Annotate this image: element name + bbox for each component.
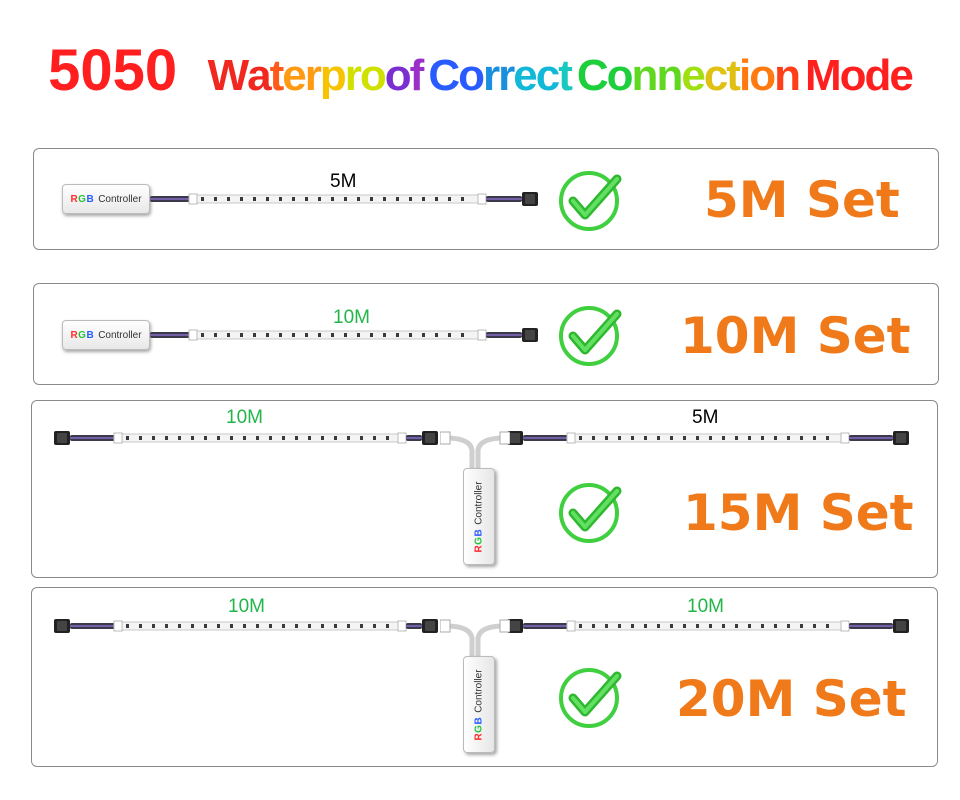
checkmark-icon: [559, 171, 622, 231]
rgb-controller: RGB Controller: [62, 184, 150, 214]
set-label: 15M Set: [683, 484, 914, 542]
title-letter: d: [864, 51, 892, 100]
title-letter: o: [606, 51, 634, 100]
title-word-waterproof: Waterproof: [207, 51, 425, 100]
splitter-cable: [440, 619, 510, 662]
title-letter: f: [409, 51, 425, 100]
checkmark-icon: [559, 306, 622, 366]
title-word-correct: Correct: [428, 51, 573, 100]
led-strip-right: [507, 619, 909, 633]
title-letter: M: [804, 51, 842, 100]
title-letter: W: [207, 51, 250, 100]
strip-length-label: 10M: [333, 307, 370, 328]
title-letter: o: [384, 51, 412, 100]
title-letter: r: [304, 51, 322, 100]
title-letter: t: [558, 51, 573, 100]
strip-length-label: 10M: [687, 596, 724, 617]
controller-label: Controller: [98, 329, 142, 341]
controller-label: Controller: [98, 193, 142, 205]
rgb-controller: RGB Controller: [463, 468, 495, 565]
rgb-controller: RGB Controller: [62, 320, 150, 350]
title-letter: r: [498, 51, 515, 100]
rgb-controller: RGB Controller: [463, 656, 495, 753]
title-letter: p: [319, 51, 347, 100]
title-letter: r: [344, 51, 362, 100]
title-word-mode: Mode: [804, 51, 914, 100]
title-letter: c: [703, 51, 729, 100]
led-strip: [150, 328, 538, 342]
title-letter: e: [681, 51, 706, 100]
strip-length-label: 5M: [330, 171, 357, 192]
title-letter: n: [631, 51, 659, 100]
checkmark-icon: [559, 483, 622, 543]
led-strip-left: [54, 431, 438, 445]
title-letter: C: [428, 51, 460, 100]
strip-length-label: 10M: [228, 596, 265, 617]
title-letter: a: [247, 51, 272, 100]
title-letter: o: [458, 51, 485, 100]
title-word-connection: Connection: [576, 51, 801, 100]
led-strip: [150, 192, 538, 206]
set-label: 10M Set: [680, 307, 911, 365]
title-letter: e: [889, 51, 914, 100]
led-strip-left: [54, 619, 438, 633]
checkmark-icon: [559, 668, 622, 728]
title-letter: r: [483, 51, 500, 100]
set-label: 20M Set: [676, 670, 907, 728]
controller-label: Controller: [473, 480, 485, 525]
title-letter: o: [359, 51, 387, 100]
led-strip-right: [507, 431, 909, 445]
splitter-cable: [440, 431, 510, 474]
title-letter: t: [726, 51, 741, 100]
controller-label: Controller: [473, 668, 485, 713]
title-number: 5050: [48, 38, 178, 103]
title-letter: n: [774, 51, 801, 100]
title-letter: c: [535, 51, 561, 100]
set-label: 5M Set: [704, 171, 900, 229]
title-letter: n: [656, 51, 683, 100]
title-letter: t: [269, 51, 285, 100]
strip-length-label: 10M: [226, 407, 263, 428]
strip-length-label: 5M: [692, 407, 719, 428]
title-letter: o: [749, 51, 776, 100]
title-letter: o: [839, 51, 867, 100]
title-letter: e: [282, 51, 307, 100]
title-letter: i: [738, 51, 751, 100]
title-letter: C: [576, 51, 609, 100]
title-letter: e: [513, 51, 538, 100]
